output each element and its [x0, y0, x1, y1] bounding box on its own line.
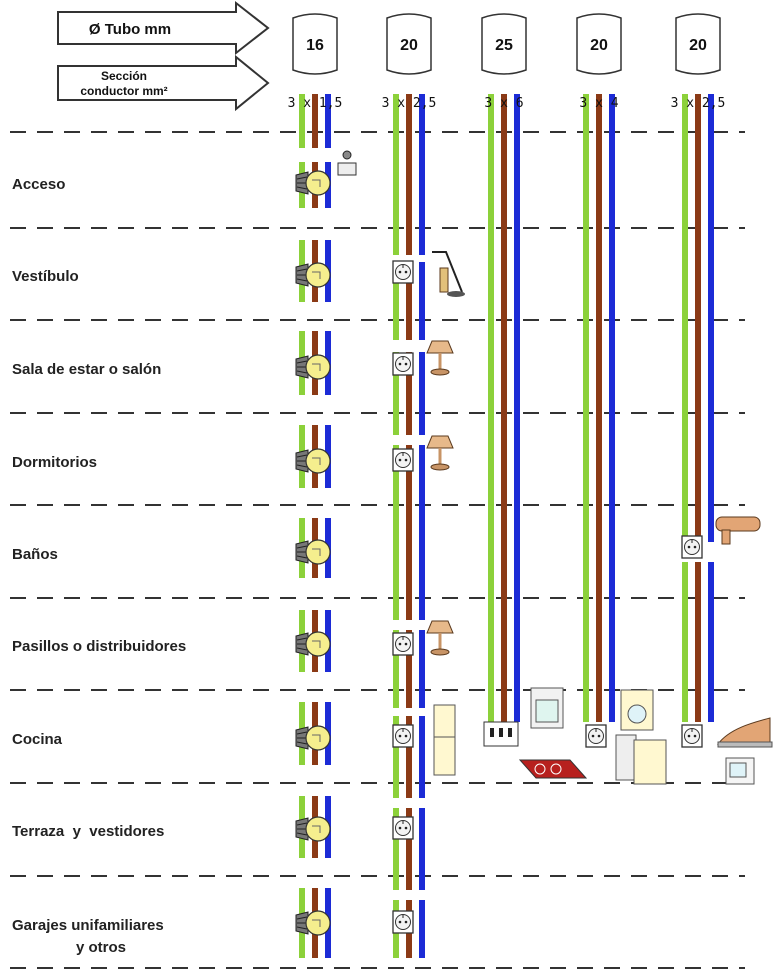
- socket-icon: [585, 724, 607, 748]
- vacuum-cleaner-icon: [432, 251, 465, 297]
- socket-icon: [392, 910, 414, 934]
- socket-icon: [392, 352, 414, 376]
- socket-icon: [392, 260, 414, 284]
- section-arrow: Sección conductor mm²: [57, 54, 270, 112]
- light-point-icon: [295, 631, 331, 657]
- room-label-garajes-2: y otros: [76, 939, 126, 956]
- room-label-acceso: Acceso: [12, 176, 65, 193]
- lamp-icon: [425, 339, 455, 377]
- conductor-section-value: 3 x 2,5: [671, 96, 726, 111]
- room-label-vestibulo: Vestíbulo: [12, 268, 79, 285]
- socket-icon: [392, 816, 414, 840]
- socket-icon: [392, 724, 414, 748]
- tube-cap: 20 3 x 2,5: [382, 13, 437, 111]
- room-label-cocina: Cocina: [12, 731, 63, 748]
- washing-machine-icon: [620, 689, 654, 731]
- socket-icon: [392, 632, 414, 656]
- fridge-icon: [433, 704, 456, 776]
- room-label-terraza: Terraza y vestidores: [12, 823, 164, 840]
- tube-diameter-value: 20: [590, 37, 608, 54]
- conductor-section-value: 3 x 6: [484, 96, 523, 111]
- tube-diameter-value: 25: [495, 37, 513, 54]
- socket-icon: [681, 724, 703, 748]
- socket-icon: [392, 448, 414, 472]
- socket-icon: [681, 535, 703, 559]
- tube-diameter-value: 16: [306, 37, 324, 54]
- room-label-garajes: Garajes unifamiliares: [12, 917, 164, 934]
- room-label-dormitorios: Dormitorios: [12, 454, 97, 471]
- doorbell-icon: [337, 150, 357, 176]
- light-point-icon: [295, 725, 331, 751]
- light-point-icon: [295, 910, 331, 936]
- dishwasher-icon: [615, 734, 667, 785]
- room-label-banos: Baños: [12, 546, 58, 563]
- tube-arrow: Ø Tubo mm: [57, 0, 270, 56]
- conductor-section-value: 3 x 2,5: [382, 96, 437, 111]
- light-point-icon: [295, 262, 331, 288]
- lamp-icon: [425, 434, 455, 472]
- microwave-icon: [725, 757, 755, 785]
- lamp-icon: [425, 619, 455, 657]
- hob-icon: [518, 759, 588, 779]
- tube-arrow-label: Ø Tubo mm: [89, 21, 171, 38]
- light-point-icon: [295, 816, 331, 842]
- room-label-pasillos: Pasillos o distribuidores: [12, 638, 186, 655]
- hairdryer-icon: [715, 516, 761, 545]
- room-label-salon: Sala de estar o salón: [12, 361, 161, 378]
- power-socket-icon: [483, 721, 519, 747]
- oven-icon: [530, 687, 564, 729]
- tube-cap: 16 3 x 1,5: [288, 13, 343, 111]
- light-point-icon: [295, 354, 331, 380]
- section-arrow-label-2: conductor mm²: [80, 84, 167, 98]
- tube-cap: 20 3 x 4: [576, 13, 622, 111]
- conductor-section-value: 3 x 1,5: [288, 96, 343, 111]
- separators: [10, 131, 745, 969]
- tube-diameter-value: 20: [400, 37, 418, 54]
- light-point-icon: [295, 170, 331, 196]
- tube-cap: 20 3 x 2,5: [671, 13, 726, 111]
- room-labels: Acceso Vestíbulo Sala de estar o salón D…: [12, 176, 186, 956]
- tube-caps: 16 3 x 1,5 20 3 x 2,5 25 3 x 6 20 3 x 4 20 3 x 2,…: [288, 13, 726, 111]
- iron-icon: [716, 717, 773, 748]
- light-point-icon: [295, 448, 331, 474]
- conductor-section-value: 3 x 4: [579, 96, 618, 111]
- tube-cap: 25 3 x 6: [481, 13, 527, 111]
- section-arrow-label-1: Sección: [101, 69, 147, 83]
- tube-diameter-value: 20: [689, 37, 707, 54]
- light-point-icon: [295, 539, 331, 565]
- wire-bundles: [299, 94, 714, 958]
- symbols: [295, 150, 773, 936]
